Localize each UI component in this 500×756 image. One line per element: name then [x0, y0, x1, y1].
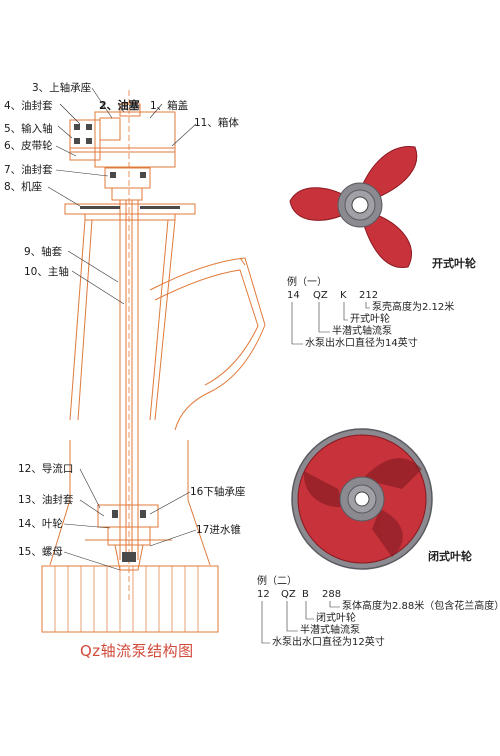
example-1-note-height: 泵壳高度为2.12米 — [372, 302, 455, 313]
example-2-code-size: 12 — [257, 589, 270, 600]
open-impeller-image — [289, 146, 418, 269]
label-part-14: 14、叶轮 — [18, 518, 63, 530]
label-part-1: 1、箱盖 — [150, 100, 189, 112]
example-1-code-size: 14 — [287, 290, 300, 301]
label-part-3: 3、上轴承座 — [32, 82, 92, 94]
example-1-note-type: 半潜式轴流泵 — [332, 326, 392, 337]
example-2-code-type: QZ — [281, 589, 296, 600]
example-2-code-height: 288 — [322, 589, 342, 600]
example-1-code-type: QZ — [313, 290, 328, 301]
label-part-10: 10、主轴 — [24, 266, 69, 278]
example-1-note-impeller: 开式叶轮 — [350, 314, 390, 325]
label-part-15: 15、螺母 — [18, 546, 63, 558]
example-2-note-type: 半潜式轴流泵 — [300, 625, 360, 636]
closed-impeller-caption: 闭式叶轮 — [428, 550, 472, 563]
label-part-13: 13、油封套 — [18, 494, 74, 506]
label-part-4: 4、油封套 — [4, 100, 53, 112]
label-part-17: 17进水锥 — [196, 524, 241, 536]
open-impeller-caption: 开式叶轮 — [432, 257, 476, 270]
example-1-note-diameter: 水泵出水口直径为14英寸 — [305, 338, 418, 349]
figure-title: Qz轴流泵结构图 — [80, 642, 194, 660]
label-part-8: 8、机座 — [4, 181, 43, 193]
example-2-note-impeller: 闭式叶轮 — [316, 613, 356, 624]
label-part-9: 9、轴套 — [24, 246, 63, 258]
example-1-heading: 例（一） — [287, 277, 327, 288]
label-part-5: 5、输入轴 — [4, 123, 53, 135]
example-1-code-impeller: K — [340, 290, 347, 301]
label-part-16: 16下轴承座 — [190, 486, 246, 498]
example-2-note-diameter: 水泵出水口直径为12英寸 — [272, 637, 385, 648]
label-part-11: 11、箱体 — [194, 117, 239, 129]
example-1-code-height: 212 — [359, 290, 379, 301]
label-part-2: 2、油塞 — [99, 99, 140, 112]
example-2-heading: 例（二） — [257, 576, 297, 587]
label-part-12: 12、导流口 — [18, 463, 74, 475]
example-2-code-impeller: B — [302, 589, 309, 600]
closed-impeller-image — [291, 428, 433, 570]
label-part-7: 7、油封套 — [4, 164, 53, 176]
label-part-6: 6、皮带轮 — [4, 140, 53, 152]
example-2-note-height: 泵体高度为2.88米（包含花兰高度） — [342, 601, 500, 612]
